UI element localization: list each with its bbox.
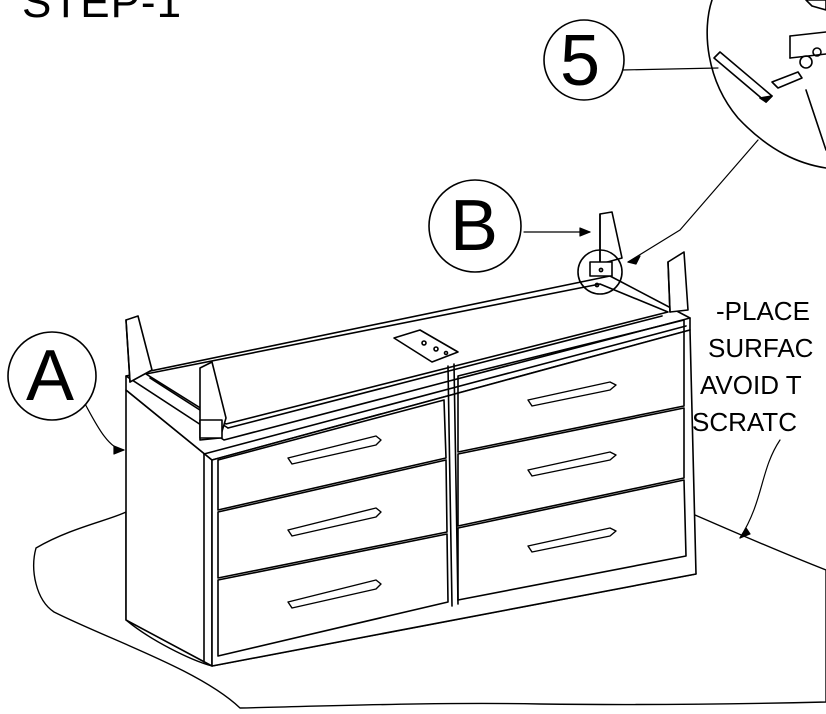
detail-circle-small: [577, 249, 623, 295]
step-title: STEP-1: [22, 0, 183, 27]
callout-label-a: A: [26, 336, 75, 416]
drawer-left-2: [217, 459, 448, 579]
cabinet-front: [211, 329, 697, 667]
center-bracket: [393, 329, 459, 363]
callout-label-five: 5: [560, 21, 601, 101]
note-line-1: -PLACE: [716, 296, 810, 326]
callout-circle-five: [543, 19, 625, 101]
leader-lines: [83, 67, 781, 539]
callout-label-b: B: [450, 186, 499, 266]
drawer-right-2: [457, 407, 685, 527]
note-line-4: SCRATC: [692, 407, 797, 437]
drawer-right-1: [457, 319, 685, 453]
detail-magnifier: [706, 0, 826, 169]
note-line-3: AVOID T: [700, 370, 802, 400]
callout-circle-b: [428, 179, 522, 273]
protective-mat: [33, 511, 826, 709]
note-line-2: SURFAC: [708, 333, 814, 363]
drawer-left-1: [217, 399, 447, 511]
drawer-left-3: [217, 533, 449, 657]
drawer-right-3: [457, 479, 687, 601]
drawer-handles: [287, 381, 617, 609]
cabinet-bottom-rim: [125, 275, 691, 441]
callout-circle-a: [7, 331, 97, 421]
